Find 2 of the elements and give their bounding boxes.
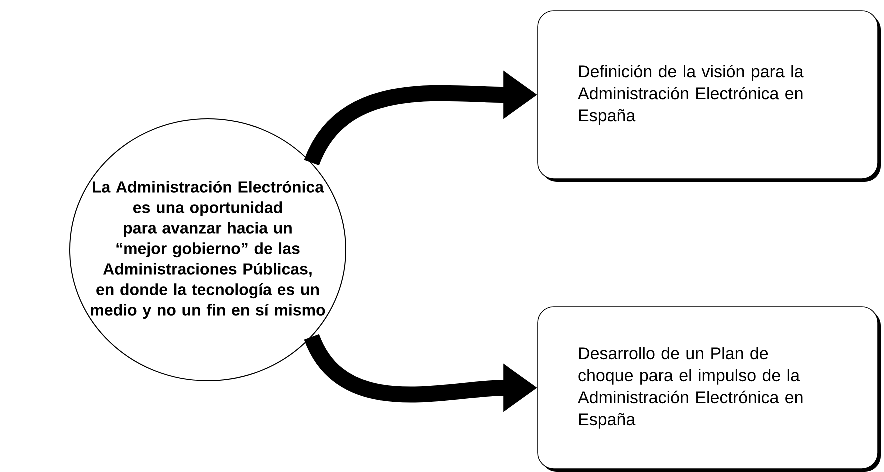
rounded-box: Definición de la visión para la Administración Electrónica en España xyxy=(538,10,881,182)
rounded-box: Desarrollo de un Plan de choque para el impulso de la Administración Electrónica en España xyxy=(538,306,881,472)
